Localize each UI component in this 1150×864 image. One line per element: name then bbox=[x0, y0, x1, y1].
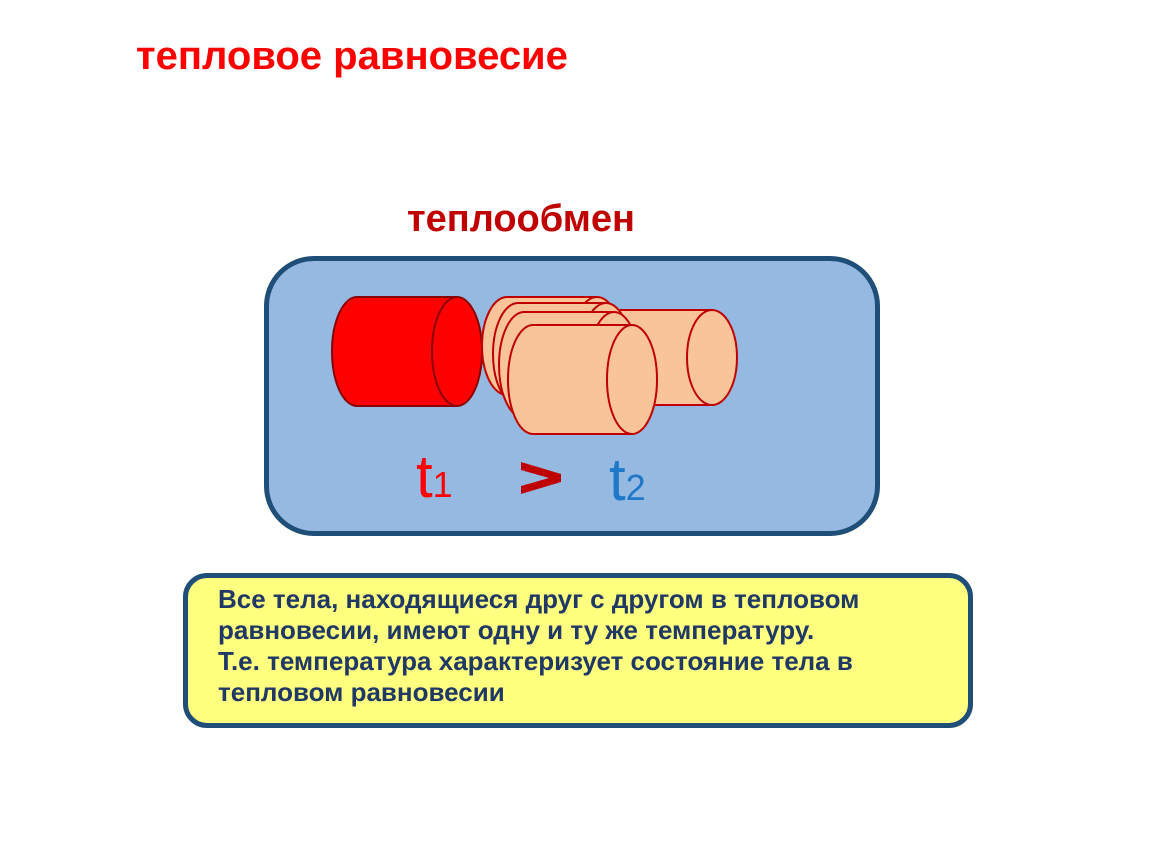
temperature-t1-label: t1 bbox=[416, 442, 453, 511]
definition-line-2: равновесии, имеют одну и ту же температу… bbox=[218, 615, 815, 645]
definition-line-4: тепловом равновесии bbox=[218, 677, 505, 707]
greater-than-sign-icon bbox=[521, 462, 561, 494]
temperature-t2-label: t2 bbox=[609, 445, 646, 514]
slide-title: тепловое равновесие bbox=[136, 34, 568, 78]
t2-subscript: 2 bbox=[625, 467, 646, 508]
heat-exchange-heading: теплообмен bbox=[407, 198, 635, 240]
t1-subscript: 1 bbox=[432, 464, 453, 505]
definition-line-1: Все тела, находящиеся друг с другом в те… bbox=[218, 584, 860, 614]
definition-line-3: Т.е. температура характеризует состояние… bbox=[218, 646, 853, 676]
definition-text: Все тела, находящиеся друг с другом в те… bbox=[218, 584, 958, 708]
t1-letter: t bbox=[416, 443, 433, 510]
t2-letter: t bbox=[609, 446, 626, 513]
definition-box: Все тела, находящиеся друг с другом в те… bbox=[183, 573, 973, 728]
heat-exchange-panel bbox=[264, 256, 880, 536]
